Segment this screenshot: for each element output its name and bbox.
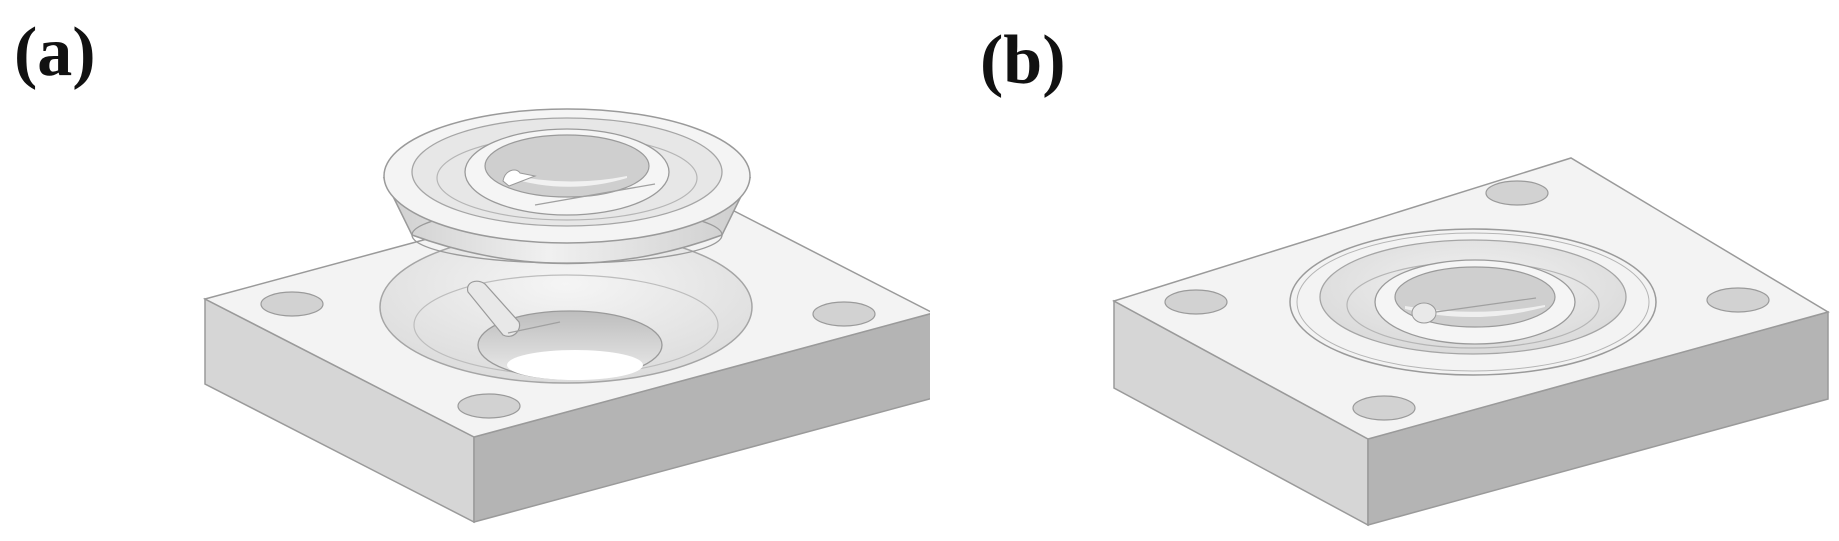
insert-notch bbox=[502, 169, 537, 187]
bore-opening bbox=[507, 350, 643, 380]
panel-a: (a) bbox=[14, 14, 930, 524]
inner-ring-floor bbox=[1405, 305, 1545, 318]
slot-line bbox=[1435, 297, 1537, 313]
mounting-hole bbox=[1706, 287, 1770, 313]
locating-pin-top bbox=[1411, 302, 1437, 324]
mounting-hole bbox=[812, 301, 876, 327]
assembled-drawing bbox=[1112, 157, 1830, 527]
base-plate bbox=[202, 174, 930, 524]
insert-slot-line bbox=[534, 183, 656, 206]
mounting-hole bbox=[1485, 180, 1549, 206]
mounting-hole bbox=[457, 393, 521, 419]
mounting-hole bbox=[260, 291, 324, 317]
mounting-hole bbox=[1164, 289, 1228, 315]
panel-b: (b) bbox=[930, 0, 1839, 541]
mounting-hole bbox=[1352, 395, 1416, 421]
inner-ring-floor bbox=[507, 174, 627, 187]
assembled-plate bbox=[1112, 157, 1830, 527]
panel-a-label: (a) bbox=[14, 14, 96, 91]
panel-b-label: (b) bbox=[980, 22, 1066, 99]
inner-ring-bore bbox=[484, 134, 650, 198]
exploded-assembly-drawing bbox=[202, 108, 930, 524]
pin-slot-line bbox=[507, 321, 561, 334]
locating-pin bbox=[466, 280, 521, 337]
seated-insert-seam bbox=[1296, 232, 1650, 372]
ring-insert bbox=[382, 108, 752, 265]
